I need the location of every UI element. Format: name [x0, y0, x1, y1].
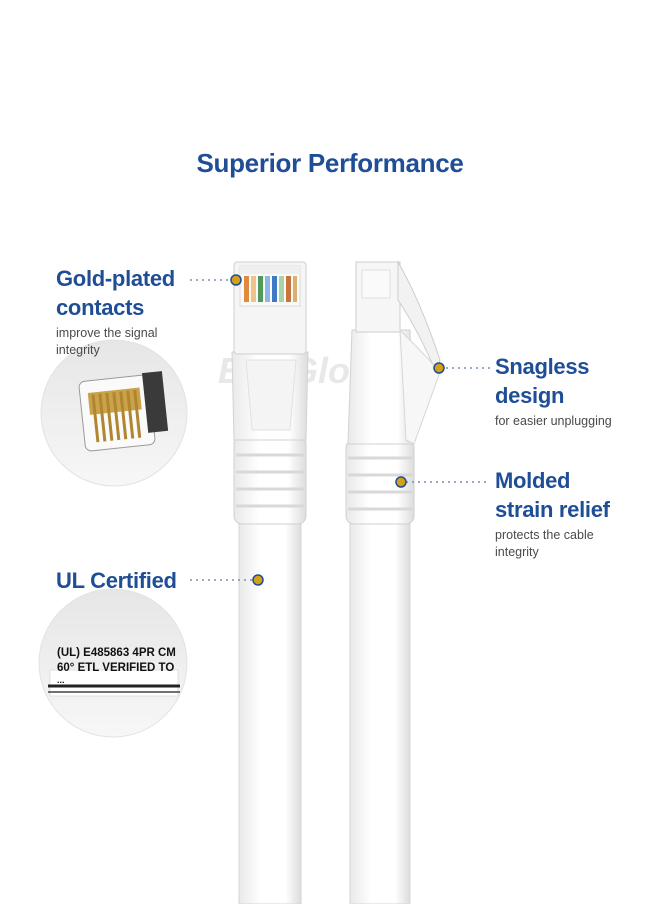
ul-label-line: (UL) E485863 4PR CM — [57, 647, 176, 659]
feature-heading: Snagless — [495, 354, 590, 379]
feature-description-line: for easier unplugging — [495, 414, 612, 428]
feature-ul-certified: UL Certified — [56, 566, 177, 595]
feature-heading: Molded — [495, 468, 571, 493]
callout-lines — [190, 279, 490, 581]
feature-heading: strain relief — [495, 497, 610, 522]
left-connector — [231, 261, 309, 904]
ul-label-line: 60° ETL VERIFIED TO — [57, 662, 175, 674]
page-title: Superior Performance — [196, 148, 464, 178]
feature-heading: design — [495, 383, 565, 408]
feature-description-line: integrity — [56, 343, 100, 357]
feature-gold-plated: Gold-plated contacts improve the signal … — [56, 264, 175, 359]
gold-contacts-inset — [40, 339, 188, 487]
feature-description: protects the cable integrity — [495, 527, 610, 561]
ul-label-line: ... — [57, 675, 65, 685]
ul-label-inset — [38, 588, 188, 738]
feature-heading: contacts — [56, 295, 145, 320]
feature-heading: Gold-plated — [56, 266, 175, 291]
feature-description-line: protects the cable — [495, 528, 594, 542]
feature-description: improve the signal integrity — [56, 325, 175, 359]
feature-description-line: integrity — [495, 545, 539, 559]
callout-dots — [230, 274, 445, 586]
feature-snagless: Snagless design for easier unplugging — [495, 352, 612, 430]
feature-description: for easier unplugging — [495, 413, 612, 430]
right-connector — [345, 260, 441, 904]
feature-molded: Molded strain relief protects the cable … — [495, 466, 610, 561]
ul-label-text: (UL) E485863 4PR CM 60° ETL VERIFIED TO … — [57, 646, 176, 685]
feature-heading: UL Certified — [56, 568, 177, 593]
feature-description-line: improve the signal — [56, 326, 158, 340]
